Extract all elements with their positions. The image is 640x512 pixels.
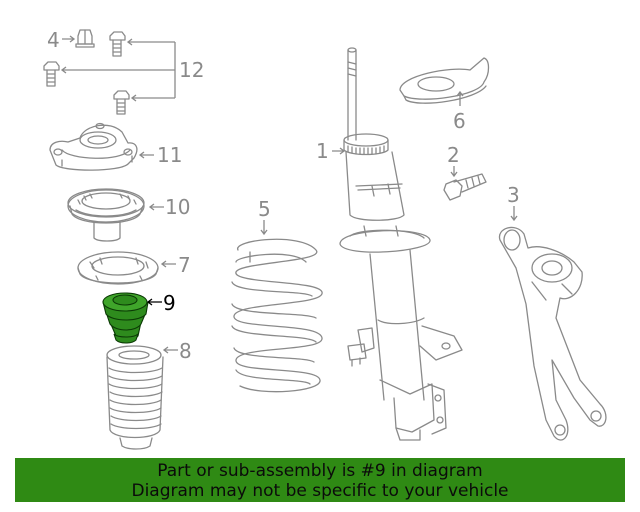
callout-4: 4 bbox=[47, 28, 60, 52]
part-5-coil-spring[interactable] bbox=[231, 238, 323, 393]
part-1-strut[interactable] bbox=[339, 47, 463, 441]
part-9-bump-stop[interactable] bbox=[102, 292, 149, 344]
parts-diagram: 4 12 11 10 bbox=[43, 28, 607, 450]
part-2-bolt[interactable] bbox=[443, 173, 487, 201]
callout-5: 5 bbox=[258, 197, 271, 221]
part-10-bearing[interactable] bbox=[67, 188, 145, 242]
info-banner: Part or sub-assembly is #9 in diagram Di… bbox=[15, 458, 625, 502]
callout-7: 7 bbox=[178, 253, 191, 277]
callout-12: 12 bbox=[179, 58, 204, 82]
callout-6: 6 bbox=[453, 109, 466, 133]
part-8-dust-boot[interactable] bbox=[106, 345, 164, 450]
part-7-spring-seat[interactable] bbox=[77, 251, 159, 285]
part-3-knuckle[interactable] bbox=[498, 226, 607, 441]
banner-line-1: Part or sub-assembly is #9 in diagram bbox=[157, 461, 483, 481]
callout-3: 3 bbox=[507, 183, 520, 207]
callout-2: 2 bbox=[447, 143, 460, 167]
part-4-nut[interactable] bbox=[75, 29, 95, 48]
part-11-upper-mount[interactable] bbox=[49, 122, 138, 171]
callout-11: 11 bbox=[157, 143, 182, 167]
part-12-bolts[interactable] bbox=[43, 31, 130, 115]
part-6-insulator[interactable] bbox=[399, 57, 490, 104]
banner-line-2: Diagram may not be specific to your vehi… bbox=[131, 481, 509, 501]
callout-1: 1 bbox=[316, 139, 329, 163]
callout-9: 9 bbox=[163, 291, 176, 315]
callout-10: 10 bbox=[165, 195, 190, 219]
callout-8: 8 bbox=[179, 339, 192, 363]
